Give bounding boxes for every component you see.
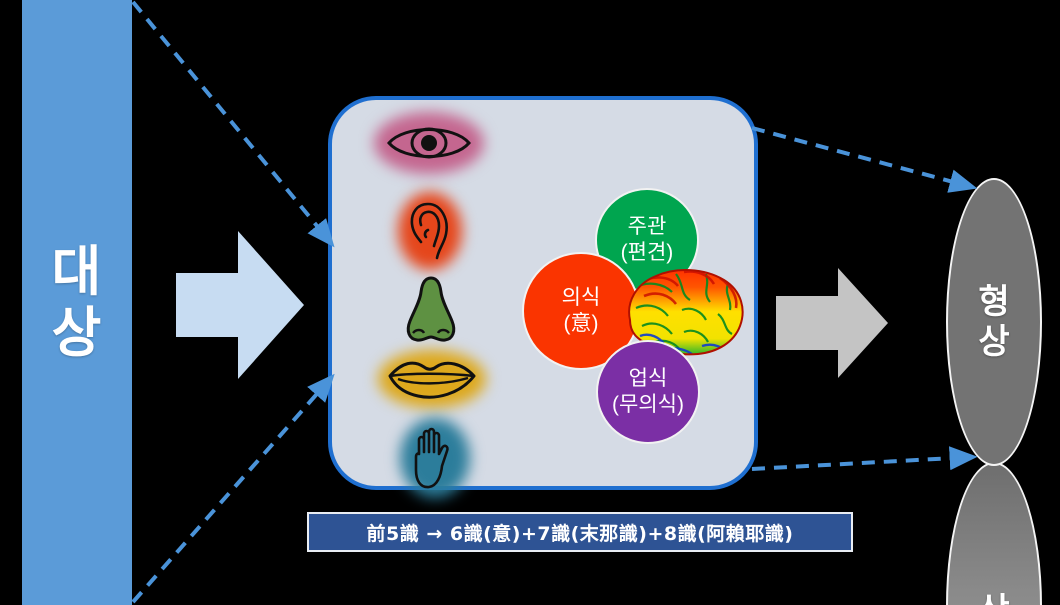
object-bar: 대 상 [22, 0, 132, 605]
form-ellipse-secondary: 상 [946, 462, 1042, 605]
form-secondary-label: 상 [978, 591, 1009, 605]
karma-line-1: 업식 [628, 367, 668, 391]
sutra-banner-text: 前5識 → 6識(意)+7識(末那識)+8識(阿賴耶識) [366, 522, 794, 545]
consciousness-line-1: 의식 [561, 286, 601, 310]
connector-top-left [131, 0, 335, 248]
hand-icon [400, 418, 470, 498]
right-chevron-arrow [776, 268, 888, 378]
consciousness-line-2: (意) [563, 312, 599, 335]
subjectivity-line-1: 주관 [627, 215, 667, 239]
form-primary-label: 형 상 [978, 282, 1010, 361]
eye-icon [374, 112, 484, 174]
subjectivity-line-2: (편견) [620, 241, 674, 264]
karma-circle[interactable]: 업식 (무의식) [596, 340, 700, 444]
connector-top-right [751, 126, 978, 193]
nose-icon [400, 274, 462, 346]
ear-icon [398, 192, 462, 270]
object-bar-label: 대 상 [51, 242, 103, 363]
left-chevron-arrow [176, 231, 304, 379]
connector-bottom-right [751, 446, 978, 471]
connector-bottom-left [131, 373, 335, 604]
karma-line-2: (무의식) [612, 393, 684, 416]
brain-image [620, 258, 748, 370]
form-ellipse-primary: 형 상 [946, 178, 1042, 466]
sutra-banner: 前5識 → 6識(意)+7識(末那識)+8識(阿賴耶識) [307, 512, 853, 552]
mouth-icon [378, 350, 486, 408]
